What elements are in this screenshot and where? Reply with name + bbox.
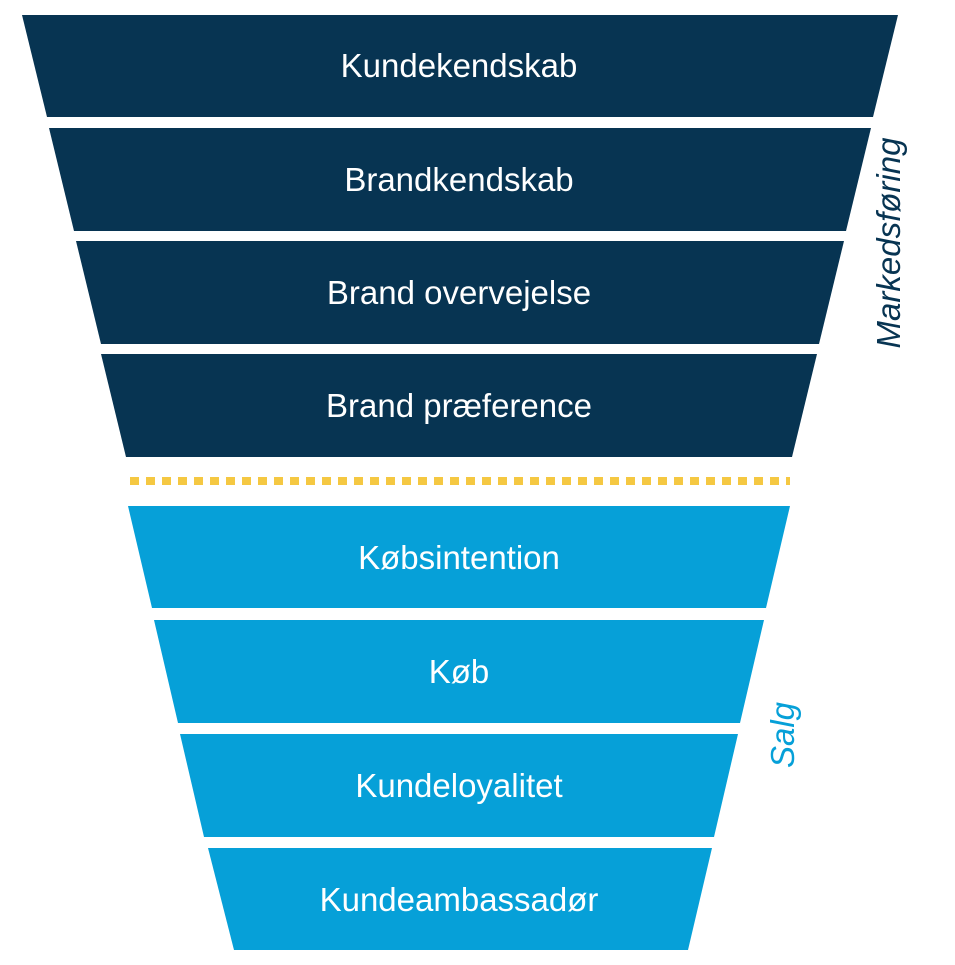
sales-section: Købsintention Køb Kundeloyalitet Kundeam… xyxy=(128,506,790,950)
stage-label: Kundeloyalitet xyxy=(355,767,562,804)
stage-shape xyxy=(180,734,738,837)
funnel-stage-koeb: Køb xyxy=(154,620,764,723)
stage-label: Købsintention xyxy=(358,539,560,576)
stage-label: Brandkendskab xyxy=(344,161,573,198)
stage-label: Kundeambassadør xyxy=(320,881,599,918)
marketing-section: Kundekendskab Brandkendskab Brand overve… xyxy=(22,15,898,457)
marketing-side-label: Markedsføring xyxy=(870,137,907,349)
stage-shape xyxy=(128,506,790,608)
stage-shape xyxy=(208,848,712,950)
funnel-stage-kundeloyalitet: Kundeloyalitet xyxy=(180,734,738,837)
stage-label: Brand overvejelse xyxy=(327,274,591,311)
stage-shape xyxy=(49,128,871,231)
funnel-stage-brandkendskab: Brandkendskab xyxy=(49,128,871,231)
funnel-stage-brand-overvejelse: Brand overvejelse xyxy=(76,241,844,344)
funnel-stage-kundekendskab: Kundekendskab xyxy=(22,15,898,117)
stage-shape xyxy=(154,620,764,723)
funnel-stage-brand-praeference: Brand præference xyxy=(101,354,817,457)
sales-side-label: Salg xyxy=(764,701,801,768)
funnel-stage-koebsintention: Købsintention xyxy=(128,506,790,608)
stage-label: Kundekendskab xyxy=(341,47,578,84)
stage-shape xyxy=(101,354,817,457)
stage-shape xyxy=(22,15,898,117)
stage-label: Køb xyxy=(429,653,490,690)
stage-label: Brand præference xyxy=(326,387,592,424)
stage-shape xyxy=(76,241,844,344)
funnel-stage-kundeambassadoer: Kundeambassadør xyxy=(208,848,712,950)
